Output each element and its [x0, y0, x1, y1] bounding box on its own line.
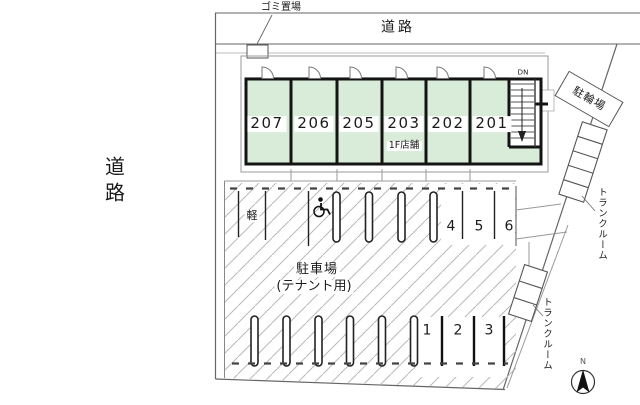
room-label-202: 202 [428, 115, 468, 132]
parking-space-5: 5 [474, 218, 484, 235]
parking-space-1: 1 [422, 322, 432, 339]
garbage-box [246, 14, 273, 59]
compass-north-icon [570, 369, 596, 395]
parking-subtitle: (テナント用) [274, 279, 354, 295]
door-swing-icon [261, 66, 275, 79]
room-label-206: 206 [294, 115, 334, 132]
room-label-203: 203 [384, 115, 424, 132]
parking-space-3: 3 [484, 322, 494, 339]
parking-space-2: 2 [453, 322, 463, 339]
trunk-room-lower-label: トランクルーム [541, 297, 552, 371]
wheelchair-icon [313, 197, 331, 218]
door-swing-icon [395, 66, 409, 79]
road-top [215, 12, 640, 54]
trunk-room-lower [507, 263, 549, 323]
room-label-207: 207 [247, 115, 287, 132]
door-swing-icon [308, 66, 322, 79]
stairs-dn-label: DN [517, 68, 529, 77]
road-top-label: 道路 [381, 19, 415, 36]
stairs-down-arrow-icon [518, 88, 526, 142]
road-left-label: 道路 [101, 156, 126, 208]
room-label-201: 201 [472, 115, 512, 132]
door-swing-icons [261, 66, 497, 79]
compass-n-label: N [580, 356, 586, 366]
store-1f-label: 1F店舗 [386, 140, 422, 152]
parking-title: 駐車場 [293, 262, 341, 278]
door-swing-icon [436, 66, 450, 79]
parking-upper-row [230, 186, 517, 246]
entrance-walk [224, 169, 516, 182]
parking-space-6: 6 [504, 218, 514, 235]
kei-space-label: 軽 [244, 209, 260, 223]
parking-lower-row [232, 315, 508, 367]
room-label-205: 205 [339, 115, 379, 132]
trunk-room-upper-label: トランクルーム [596, 187, 607, 261]
bicycle-parking-area [554, 70, 624, 128]
garbage-area-label: ゴミ置場 [261, 1, 301, 13]
trunk-room-upper [558, 121, 608, 212]
parking-space-4: 4 [446, 218, 456, 235]
door-swing-icon [349, 66, 363, 79]
door-swing-icon [483, 66, 497, 79]
staircase [511, 79, 536, 147]
